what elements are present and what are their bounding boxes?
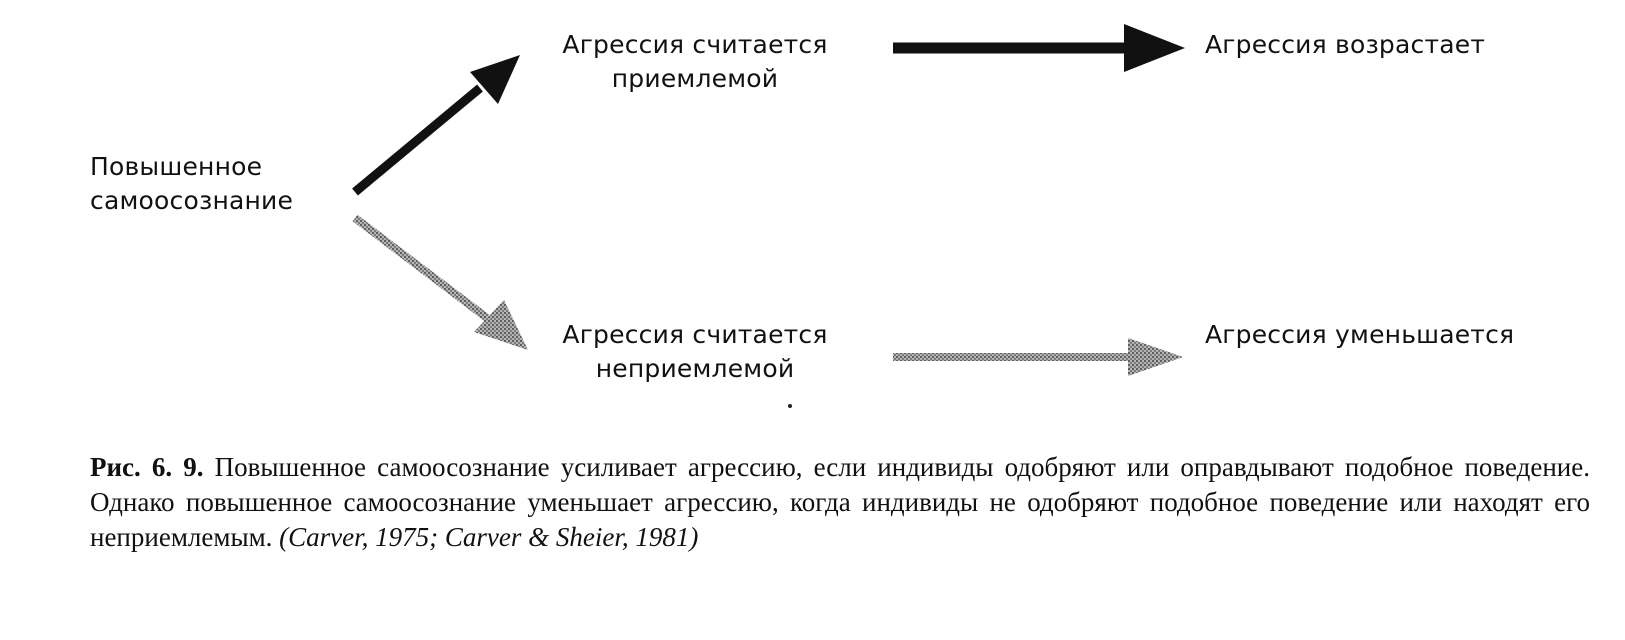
node-aggression-unacceptable: Агрессия считается неприемлемой: [545, 318, 845, 386]
node-decreases-text: Агрессия уменьшается: [1205, 320, 1515, 349]
arrow-acceptable-to-increases: [893, 24, 1185, 72]
node-aggression-decreases: Агрессия уменьшается: [1205, 318, 1514, 352]
caption-label: Рис. 6. 9.: [90, 452, 204, 482]
arrow-source-to-acceptable: [352, 55, 520, 196]
arrow-unacceptable-to-decreases: [893, 338, 1183, 376]
stray-dot: [788, 404, 792, 408]
caption-text: Повышенное самоосознание усиливает агрес…: [90, 452, 1590, 552]
node-source-text: Повышенное самоосознание: [90, 152, 294, 215]
node-unacceptable-text: Агрессия считается неприемлемой: [562, 320, 828, 383]
node-increases-text: Агрессия возрастает: [1205, 30, 1486, 59]
arrow-source-to-unacceptable: [352, 214, 528, 350]
node-heightened-self-awareness: Повышенное самоосознание: [90, 150, 293, 218]
node-aggression-increases: Агрессия возрастает: [1205, 28, 1485, 62]
caption-references: (Carver, 1975; Carver & Sheier, 1981): [279, 522, 699, 552]
node-acceptable-text: Агрессия считается приемлемой: [562, 30, 828, 93]
node-aggression-acceptable: Агрессия считается приемлемой: [545, 28, 845, 96]
figure-caption: Рис. 6. 9. Повышенное самоосознание усил…: [90, 450, 1590, 555]
